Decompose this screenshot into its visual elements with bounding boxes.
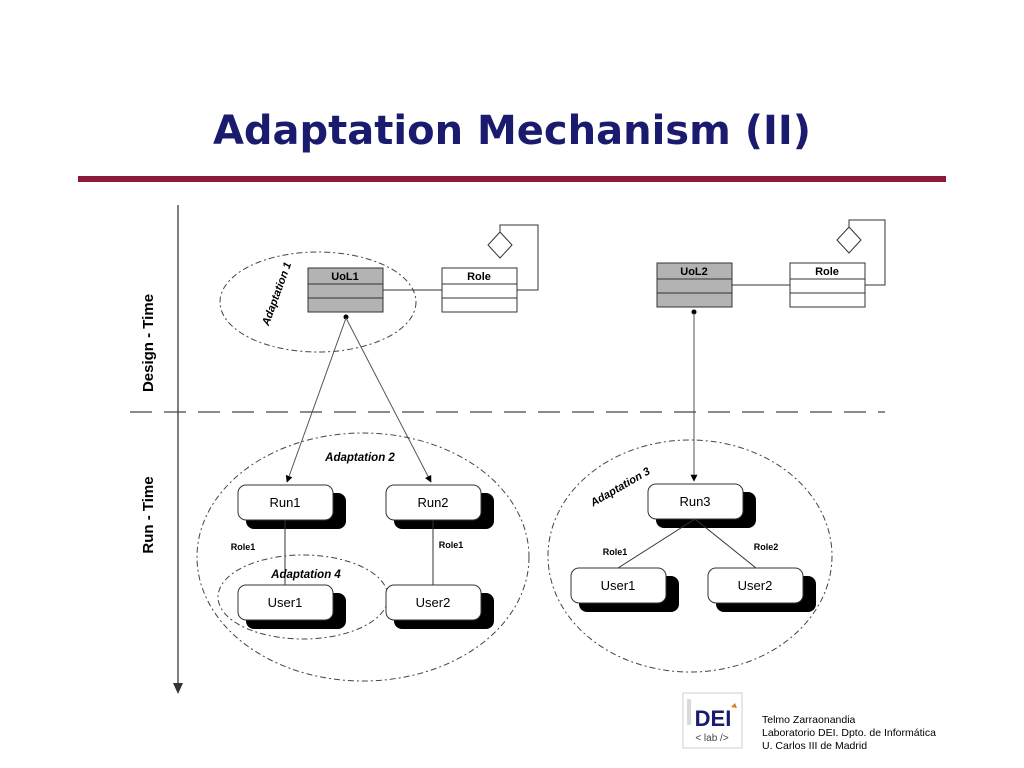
adaptation-2-ellipse: [196, 432, 530, 682]
run2-node: Run2: [385, 484, 494, 529]
uol2-label: UoL2: [680, 266, 708, 278]
uol2-instantiation-dot: [691, 309, 697, 315]
uol1-label: UoL1: [331, 271, 359, 283]
logo-subtext: < lab />: [695, 733, 729, 744]
role-class-right: Role: [789, 262, 866, 308]
logo-leaf-icon: [731, 703, 737, 708]
run-time-label: Run - Time: [140, 476, 157, 553]
footer-university: U. Carlos III de Madrid: [762, 740, 868, 752]
adaptation-1-label: Adaptation 1: [260, 261, 294, 329]
run3-user2-link: [694, 518, 757, 569]
adaptation-4-label: Adaptation 4: [270, 569, 341, 581]
aggregation-diamond-right: [836, 226, 862, 254]
run3-role2-label: Role2: [754, 542, 779, 552]
user1-label-right: User1: [601, 578, 636, 593]
run3-label: Run3: [679, 494, 710, 509]
user2-node-right: User2: [707, 567, 816, 612]
user1-node-right: User1: [570, 567, 679, 612]
footer-credits: Telmo Zarraonandia Laboratorio DEI. Dpto…: [762, 714, 936, 753]
uol2-class: UoL2: [656, 262, 733, 308]
role-label-left: Role: [467, 271, 491, 283]
run1-label: Run1: [269, 495, 300, 510]
title-underline: [78, 176, 946, 182]
logo-text: DEI: [695, 706, 732, 731]
footer-author: Telmo Zarraonandia: [762, 714, 856, 726]
run2-role-label: Role1: [439, 540, 464, 550]
role-class-left: Role: [441, 267, 518, 313]
design-time-label: Design - Time: [140, 294, 157, 392]
run3-node: Run3: [647, 483, 756, 528]
user2-label-right: User2: [738, 578, 773, 593]
uol1-class: UoL1: [307, 267, 384, 313]
run3-role1-label: Role1: [603, 547, 628, 557]
aggregation-diamond-left: [487, 231, 513, 259]
slide-title: Adaptation Mechanism (II): [212, 108, 812, 154]
run3-user1-link: [617, 518, 696, 569]
user2-label-left: User2: [416, 595, 451, 610]
uol1-to-run1-arrow: [285, 317, 347, 483]
user1-label-left: User1: [268, 595, 303, 610]
user2-node-left: User2: [385, 584, 494, 629]
user1-node-left: User1: [237, 584, 346, 629]
adaptation-3-ellipse: [547, 439, 833, 673]
run2-label: Run2: [417, 495, 448, 510]
adaptation-2-label: Adaptation 2: [324, 452, 395, 464]
run1-node: Run1: [237, 484, 346, 529]
adaptation-3-label: Adaptation 3: [588, 466, 653, 510]
footer-lab: Laboratorio DEI. Dpto. de Informática: [762, 727, 936, 739]
time-axis-arrowhead: [173, 683, 183, 694]
dei-lab-logo: DEI < lab />: [682, 692, 743, 749]
run1-role-label: Role1: [231, 542, 256, 552]
uol1-to-run2-arrow: [345, 317, 432, 483]
adaptation-1-ellipse: [219, 251, 417, 353]
uol1-instantiation-dot: [343, 314, 349, 320]
role-label-right: Role: [815, 266, 839, 278]
